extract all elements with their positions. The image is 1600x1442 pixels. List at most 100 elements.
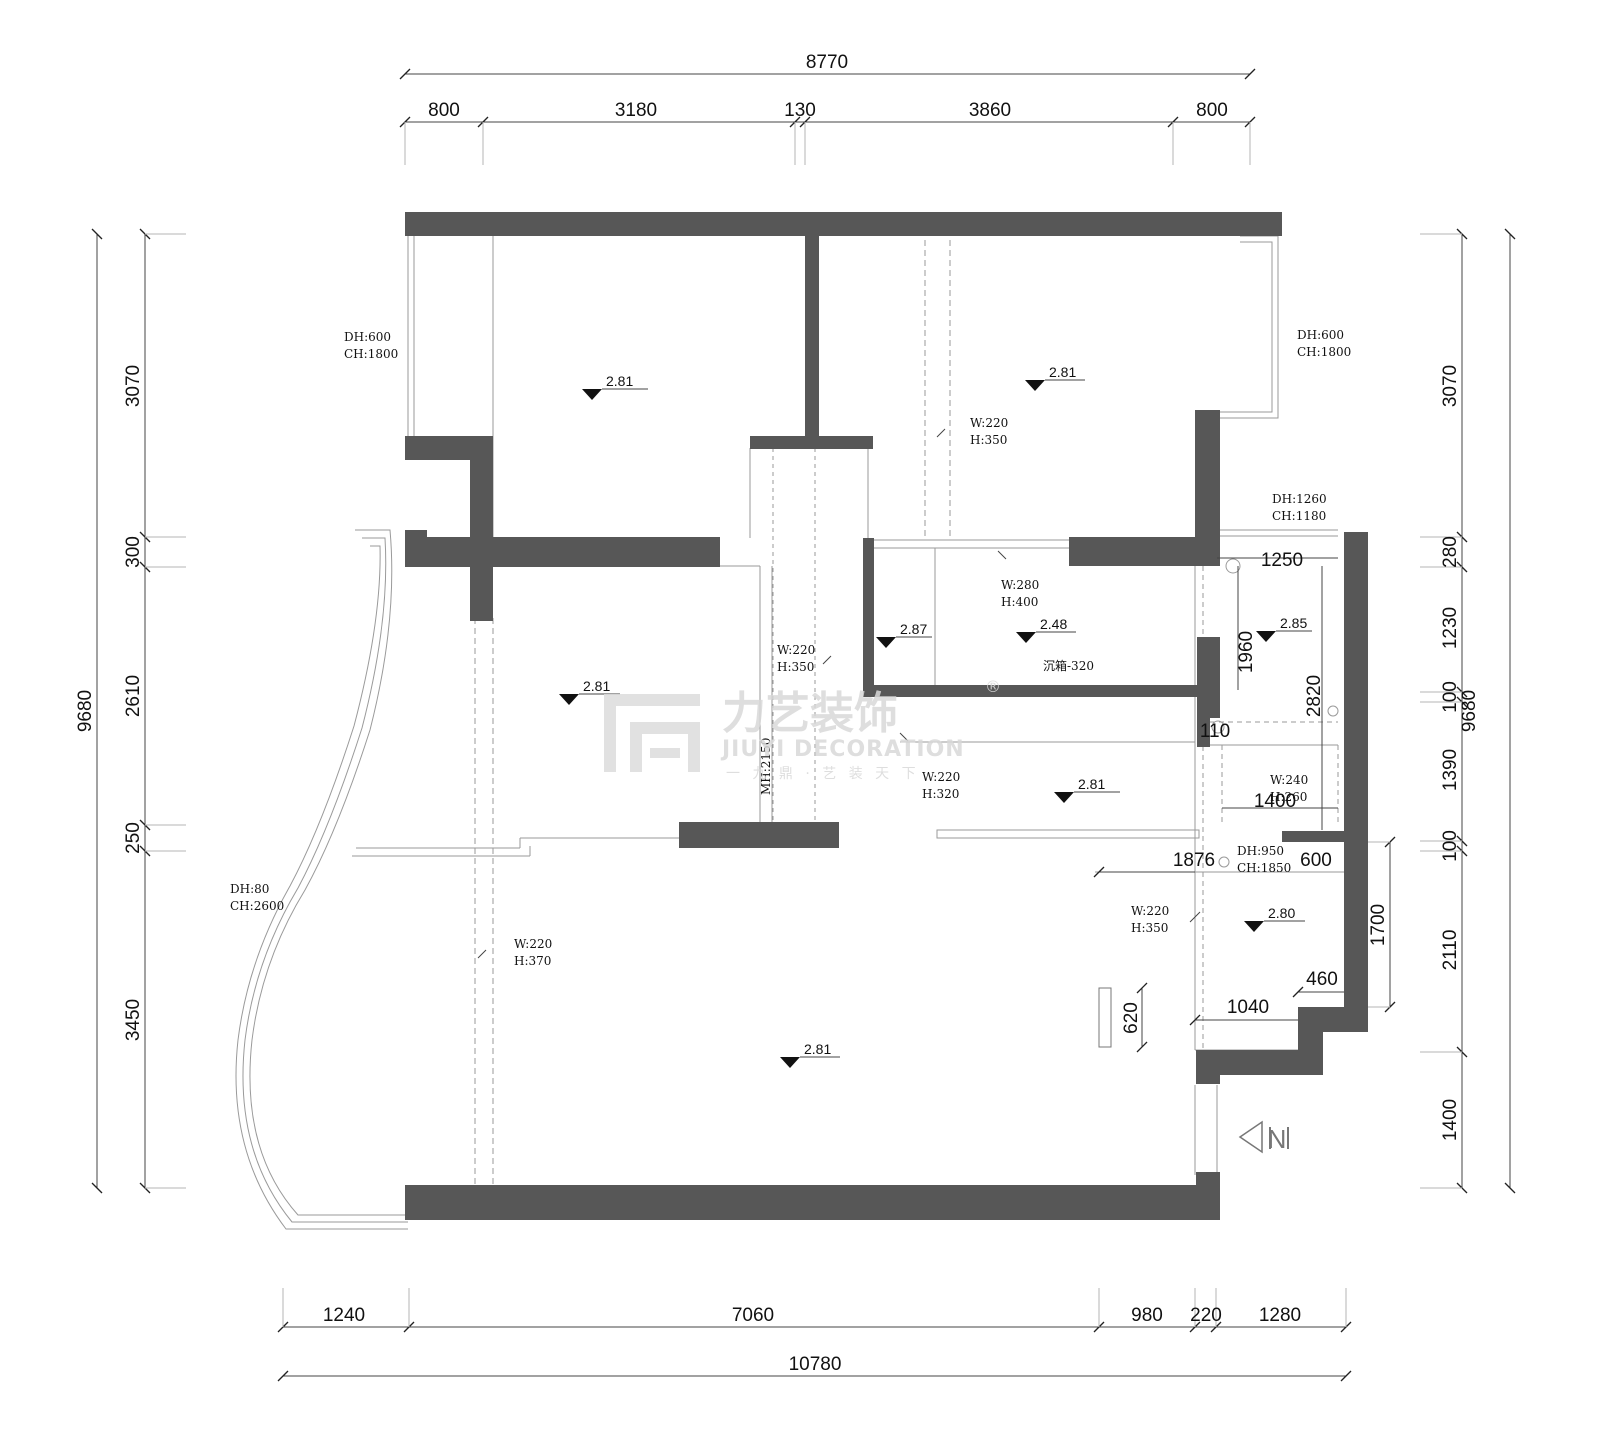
- dim-top-3: 130: [784, 100, 816, 121]
- svg-text:2.81: 2.81: [606, 373, 633, 389]
- walls: [405, 212, 1368, 1220]
- watermark-reg: ®: [985, 677, 1001, 696]
- svg-text:2.80: 2.80: [1268, 905, 1295, 921]
- svg-text:2.81: 2.81: [1078, 776, 1105, 792]
- dim-top-total: 8770: [806, 52, 848, 73]
- watermark-tagline: 一 九 鼎 · 艺 装 天 下: [726, 766, 920, 782]
- note-door-e-h: H:260: [1270, 790, 1307, 804]
- note-win-bath-dh: DH:1260: [1272, 492, 1327, 506]
- level-marker-living: 2.81: [780, 1041, 840, 1068]
- svg-text:2.48: 2.48: [1040, 616, 1067, 632]
- note-win-topright-dh: DH:600: [1297, 328, 1344, 342]
- note-win-small-dh: DH:950: [1237, 844, 1284, 858]
- note-door-c-h: H:350: [777, 660, 814, 674]
- note-door-g-h: H:370: [514, 954, 551, 968]
- dim-bottom-5: 1280: [1259, 1305, 1301, 1326]
- dim-right-total: 9680: [1459, 690, 1480, 732]
- dim-bottom-4: 220: [1190, 1305, 1222, 1326]
- note-win-balcony-ch: CH:2600: [230, 899, 284, 913]
- dim-right-3: 1230: [1440, 607, 1461, 649]
- dim-bottom-1: 1240: [323, 1305, 365, 1326]
- note-door-a-h: H:350: [970, 433, 1007, 447]
- note-door-g-w: W:220: [514, 937, 552, 951]
- note-door-d-h: H:320: [922, 787, 959, 801]
- note-door-b-w: W:280: [1001, 578, 1039, 592]
- dim-bottom-total: 10780: [789, 1354, 842, 1375]
- level-marker-room-bath: 2.85: [1256, 615, 1312, 642]
- opening-notes: DH:600 CH:1800 DH:600 CH:1800 DH:1260 CH…: [230, 328, 1351, 968]
- dim-right-4: 100: [1440, 681, 1461, 713]
- svg-text:2.81: 2.81: [804, 1041, 831, 1057]
- svg-text:2.85: 2.85: [1280, 615, 1307, 631]
- dim-top-5: 800: [1196, 100, 1228, 121]
- level-marker-room-mid-b: 2.48: [1016, 616, 1076, 643]
- dim-600: 600: [1300, 850, 1332, 871]
- dim-bottom-2: 7060: [732, 1305, 774, 1326]
- balcony-outline: [235, 529, 680, 1230]
- note-door-a-w: W:220: [970, 416, 1008, 430]
- note-win-topright-ch: CH:1800: [1297, 345, 1351, 359]
- dim-left-5: 3450: [123, 999, 144, 1041]
- dim-top-2: 3180: [615, 100, 657, 121]
- level-marker-hall: 2.81: [1054, 776, 1120, 803]
- dim-1040: 1040: [1227, 997, 1269, 1018]
- dim-left-2: 300: [123, 536, 144, 568]
- dim-left-4: 250: [123, 822, 144, 854]
- dim-left-1: 3070: [123, 365, 144, 407]
- dim-1400: 1400: [1254, 791, 1296, 812]
- note-door-d-w: W:220: [922, 770, 960, 784]
- note-sunken: 沉箱-320: [1043, 658, 1094, 673]
- svg-text:2.81: 2.81: [583, 678, 610, 694]
- dim-right-1: 3070: [1440, 365, 1461, 407]
- level-marker-room-tr: 2.81: [1025, 364, 1085, 391]
- right-dimensions: 9680 3070 280 1230 100 1390 100 2110 140…: [1420, 228, 1516, 1194]
- svg-text:2.81: 2.81: [1049, 364, 1076, 380]
- top-dimensions: 8770 800 3180 130 3860 800: [399, 52, 1256, 165]
- dim-left-3: 2610: [123, 675, 144, 717]
- dim-1250: 1250: [1261, 550, 1303, 571]
- svg-text:2.87: 2.87: [900, 621, 927, 637]
- dim-right-8: 1400: [1440, 1099, 1461, 1141]
- dim-1700: 1700: [1368, 904, 1389, 946]
- dim-2820: 2820: [1304, 675, 1325, 717]
- north-arrow-icon: N: [1238, 1120, 1289, 1154]
- dim-1876: 1876: [1173, 850, 1215, 871]
- dim-top-4: 3860: [969, 100, 1011, 121]
- dim-bottom-3: 980: [1131, 1305, 1163, 1326]
- dim-right-5: 1390: [1440, 749, 1461, 791]
- level-markers: 2.81 2.81 2.81 2.87 2.48 2.85: [559, 364, 1312, 1068]
- bottom-dimensions: 1240 7060 980 220 1280 10780: [277, 1288, 1352, 1382]
- dim-1960: 1960: [1236, 631, 1257, 673]
- note-door-c-w: W:220: [777, 643, 815, 657]
- left-dimensions: 9680 3070 300 2610 250 3450: [75, 228, 186, 1194]
- dim-110: 110: [1200, 721, 1230, 742]
- dim-top-1: 800: [428, 100, 460, 121]
- north-label: N: [1268, 1124, 1287, 1154]
- watermark-en: JIUYI DECORATION: [720, 737, 965, 762]
- note-win-small-ch: CH:1850: [1237, 861, 1291, 875]
- note-door-e-w: W:240: [1270, 773, 1308, 787]
- note-door-f-w: W:220: [1131, 904, 1169, 918]
- dim-left-total: 9680: [75, 690, 96, 732]
- note-door-b-h: H:400: [1001, 595, 1038, 609]
- level-marker-room-tl: 2.81: [582, 373, 648, 400]
- note-win-topleft-dh: DH:600: [344, 330, 391, 344]
- watermark-logo-icon: [604, 694, 700, 772]
- note-win-topleft-ch: CH:1800: [344, 347, 398, 361]
- level-marker-room-ml: 2.81: [559, 678, 620, 705]
- dim-right-6: 100: [1440, 830, 1461, 862]
- dim-right-2: 280: [1440, 536, 1461, 568]
- note-win-balcony-dh: DH:80: [230, 882, 269, 896]
- dim-right-7: 2110: [1440, 930, 1461, 971]
- watermark-cn: 力艺装饰: [722, 688, 898, 739]
- level-marker-room-r2: 2.80: [1244, 905, 1305, 932]
- dim-460: 460: [1306, 969, 1338, 990]
- note-win-bath-ch: CH:1180: [1272, 509, 1326, 523]
- interior-dimensions: 1250 1960 2820 110 1400 1876 600 1700 46…: [1093, 550, 1396, 1053]
- dim-620: 620: [1121, 1002, 1142, 1034]
- watermark: 力艺装饰 JIUYI DECORATION 一 九 鼎 · 艺 装 天 下 ®: [604, 677, 1001, 782]
- level-marker-room-mid-a: 2.87: [876, 621, 932, 648]
- note-mh: MH:2150: [759, 738, 773, 795]
- note-door-f-h: H:350: [1131, 921, 1168, 935]
